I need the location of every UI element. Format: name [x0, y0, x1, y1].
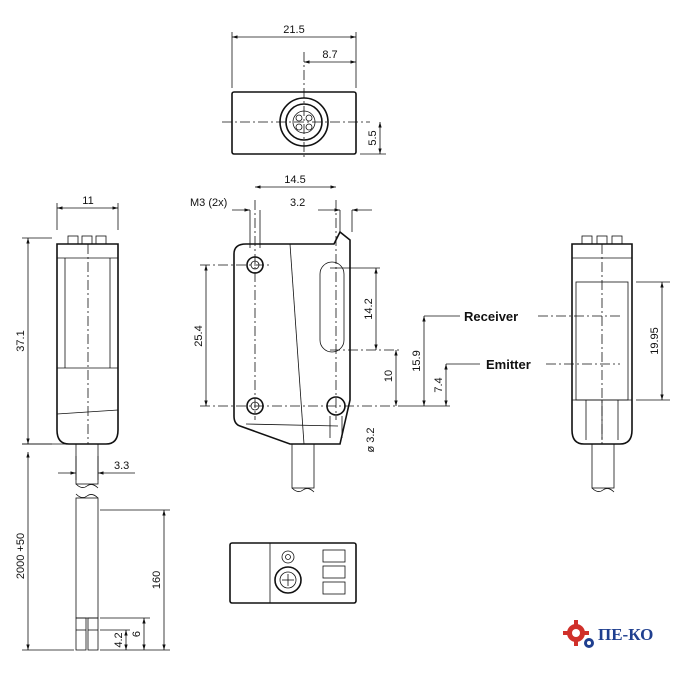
dim-thread: M3 (2x) [190, 197, 227, 209]
receiver-label: Receiver [464, 309, 518, 324]
logo-text: ПЕ-КО [598, 625, 653, 644]
dim-hole-pitch-x: 14.5 [284, 174, 305, 186]
dim-hole-offset: 3.2 [290, 197, 305, 209]
indicator-led [322, 581, 346, 595]
front-body [233, 230, 351, 445]
emitter-label: Emitter [486, 357, 531, 372]
bottom-screw [281, 550, 295, 564]
led-bump [95, 235, 107, 245]
side-body [56, 243, 119, 445]
dim-axis-7-4: 7.4 [433, 377, 445, 392]
led-bump [67, 235, 79, 245]
dim-side-width: 11 [82, 195, 93, 207]
bottom-view [229, 542, 357, 604]
connector-pin [295, 114, 303, 122]
indicator-led [322, 565, 346, 579]
dim-cable-strip: 160 [151, 571, 163, 589]
receiver-window [319, 261, 345, 353]
dim-cable-dia: 3.3 [114, 460, 129, 472]
top-view-body [231, 91, 357, 155]
right-cable [591, 443, 615, 489]
dim-side-height: 37.1 [15, 330, 27, 351]
dim-hole-dia: ø 3.2 [365, 427, 377, 452]
cable-top [75, 443, 99, 485]
dim-cable-length: 2000 +50 [15, 533, 27, 579]
indicator-led [322, 549, 346, 563]
dim-receiver-height: 14.2 [363, 298, 375, 319]
connector-pin [305, 123, 313, 131]
bottom-body [229, 542, 357, 604]
dim-right-height: 19.95 [649, 327, 661, 355]
bottom-connector [274, 566, 302, 594]
top-view: 21.5 8.7 5.5 [222, 24, 386, 160]
side-view-left: 11 37.1 3.3 2000 +50 160 4.2 6 [15, 195, 170, 651]
peko-logo: ПЕ-КО [563, 620, 653, 648]
wire-end [75, 617, 87, 651]
dim-axis-15-9: 15.9 [411, 350, 423, 371]
front-cable [291, 443, 315, 489]
cable-lower [75, 497, 99, 619]
dim-top-width: 21.5 [283, 24, 304, 36]
dim-hole-pitch-y: 25.4 [193, 325, 205, 346]
dim-cable-end-a: 4.2 [113, 632, 125, 647]
led-bump [81, 235, 93, 245]
front-view: 14.5 M3 (2x) 3.2 25.4 14.2 10 15.9 7.4 ø… [190, 174, 620, 493]
dim-top-height: 5.5 [367, 130, 379, 145]
connector-pin [305, 114, 313, 122]
connector-pin [295, 123, 303, 131]
dim-axis-10: 10 [383, 370, 395, 382]
right-body [571, 243, 633, 445]
dim-cable-end-b: 6 [131, 631, 143, 637]
dim-top-offset: 8.7 [322, 49, 337, 61]
wire-end [87, 617, 99, 651]
side-view-right: 19.95 [571, 235, 670, 493]
